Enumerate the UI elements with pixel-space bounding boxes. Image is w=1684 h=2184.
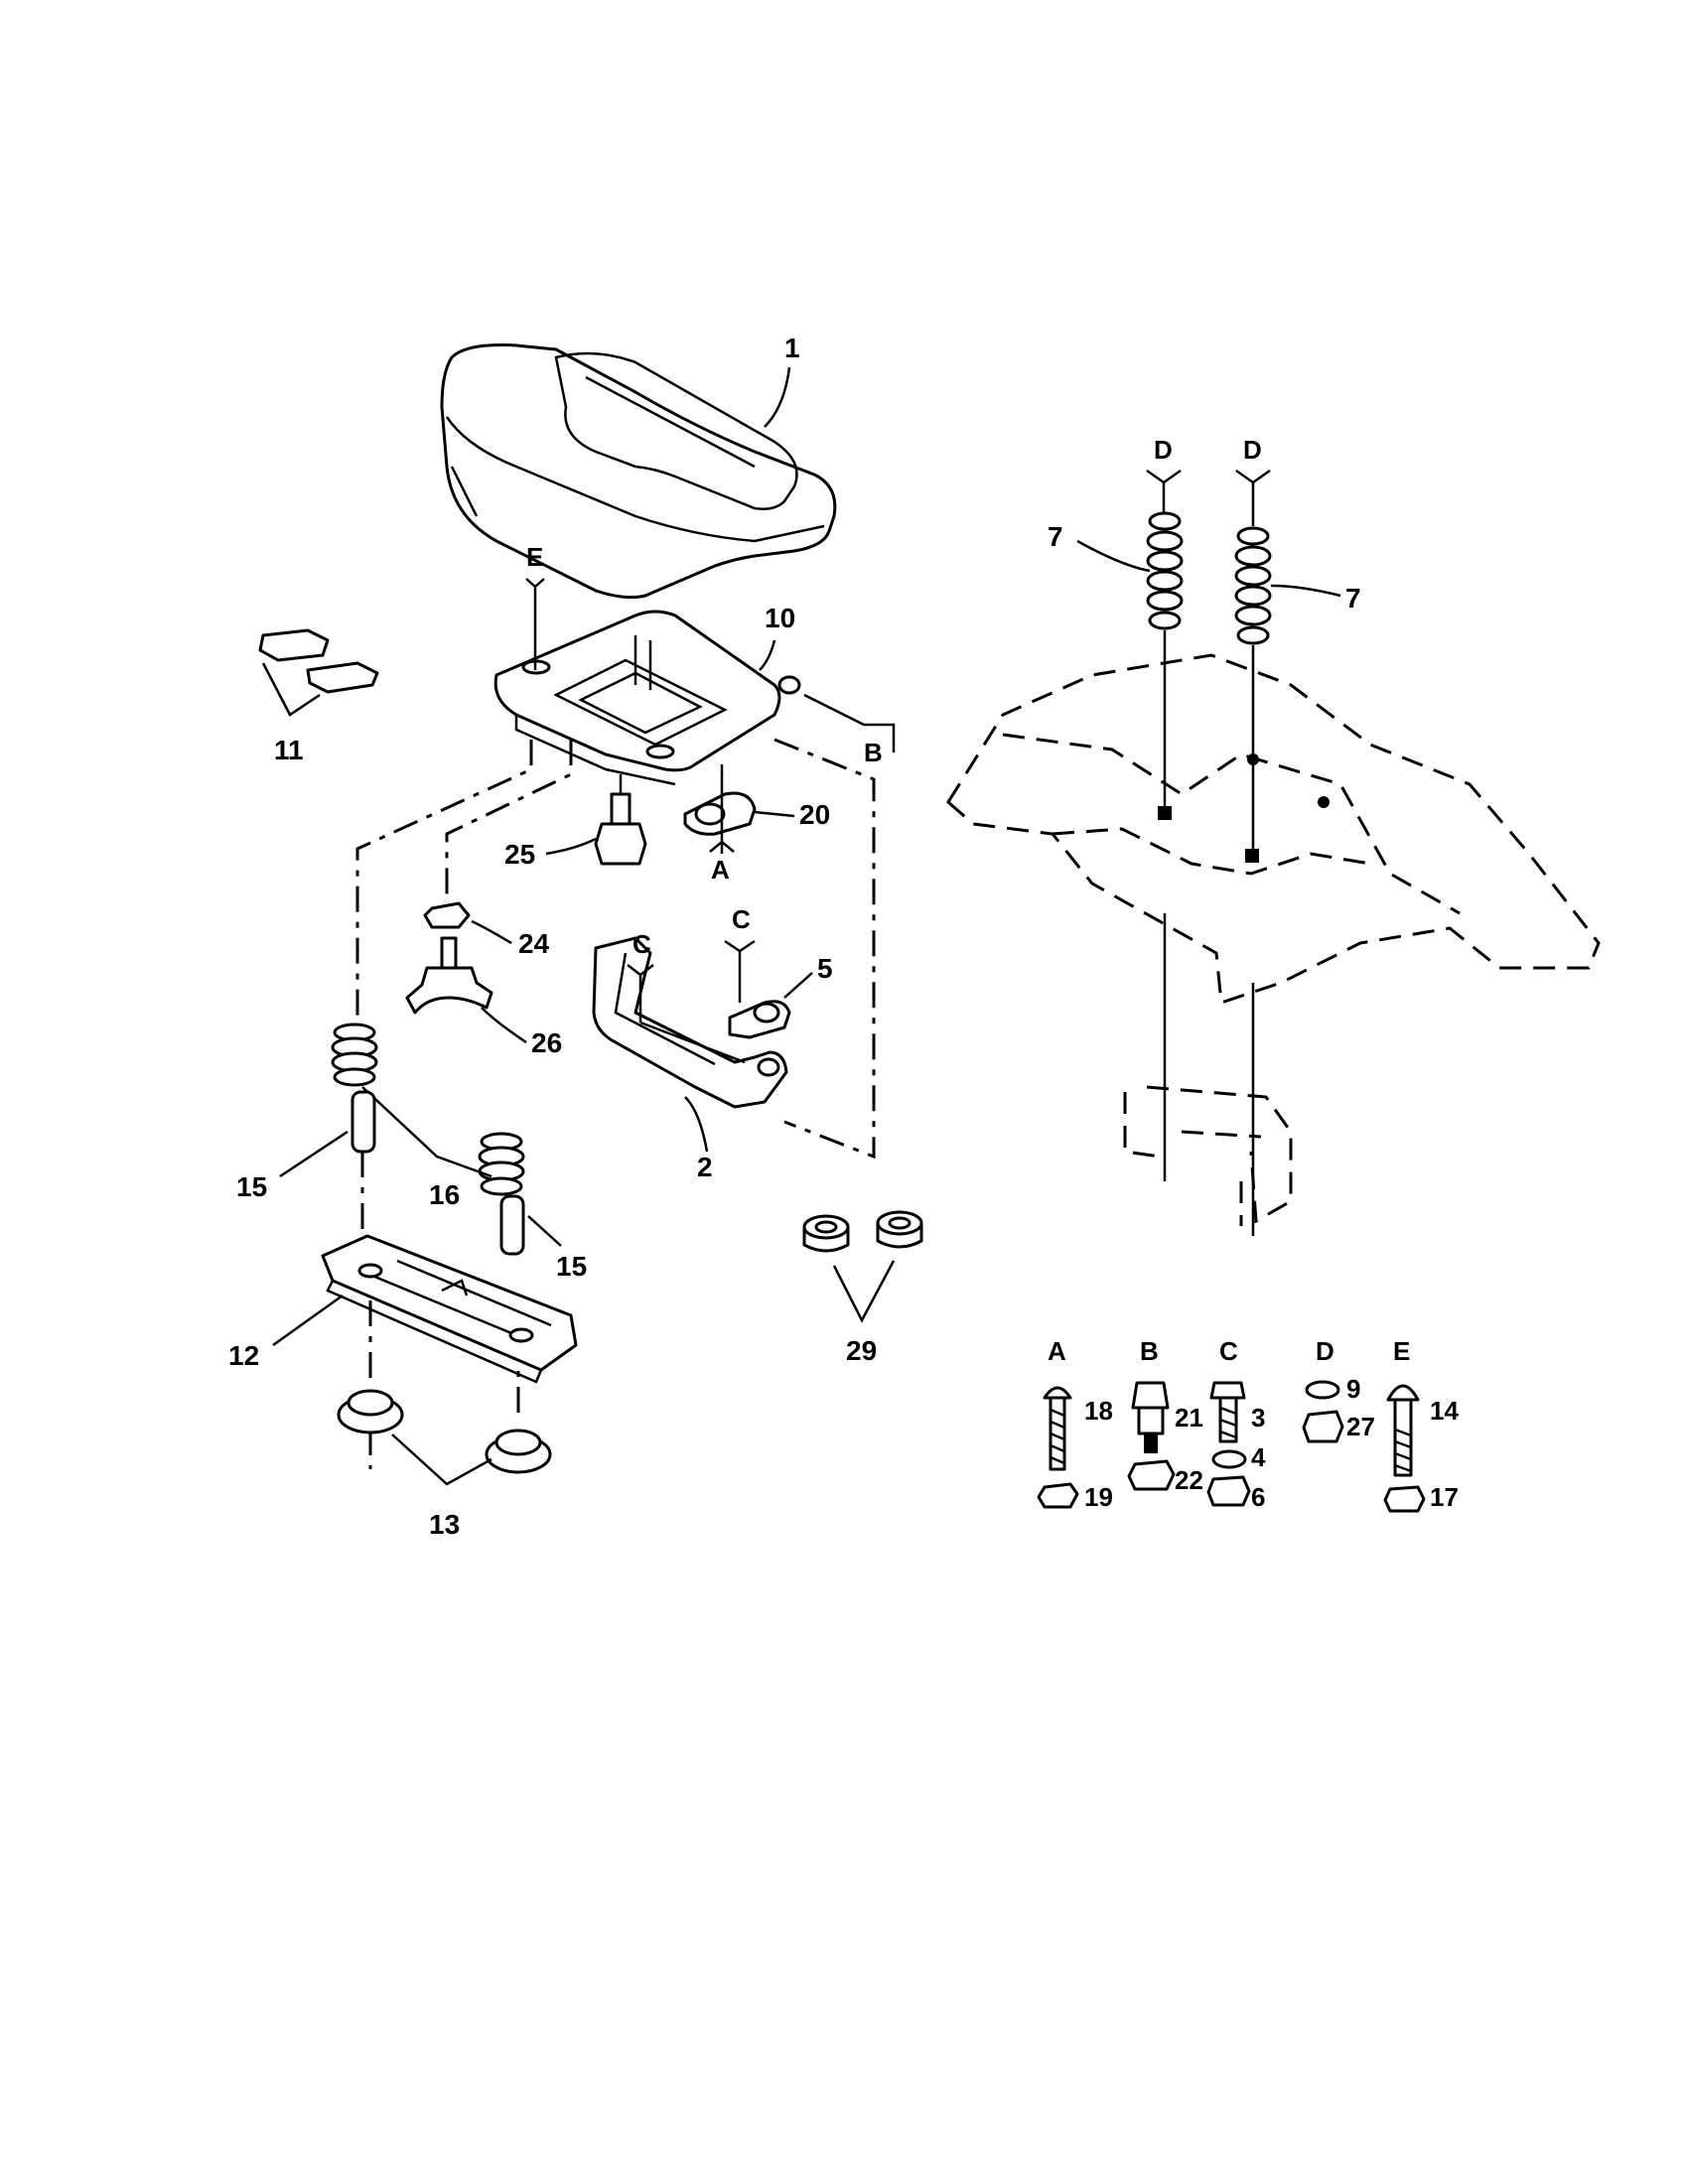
nut-6 [1206,1475,1251,1507]
key-part-19: 19 [1084,1482,1113,1512]
fender-outline [946,653,1601,1236]
callout-5: 5 [817,953,833,984]
leader-25 [545,837,597,856]
isolators [337,1389,552,1474]
callout-7-right: 7 [1345,583,1361,614]
bushings [802,1210,923,1253]
leader-7-left [1076,539,1151,573]
leader-13 [391,1433,492,1486]
ref-a-upper: A [711,855,730,885]
clamp [683,791,757,836]
key-part-21: 21 [1175,1403,1203,1433]
key-a-letter: A [1048,1336,1066,1366]
key-part-9: 9 [1346,1374,1360,1404]
key-d-letter: D [1316,1336,1334,1366]
clip-5 [728,1000,791,1039]
bolt-18 [1043,1386,1072,1471]
callout-7-left: 7 [1048,521,1063,552]
spring-7-left [1146,511,1184,630]
callout-2: 2 [697,1152,713,1182]
key-part-3: 3 [1251,1403,1265,1433]
stud [594,774,647,866]
callout-29: 29 [846,1335,877,1366]
ref-d-right-arrow [1235,469,1271,526]
ref-c-left-arrow [627,964,654,1023]
bolt-3 [1209,1381,1246,1443]
ref-c-left: C [632,929,651,959]
nut-24 [423,901,471,929]
leader-16 [361,1086,492,1178]
leader-24 [471,919,512,945]
leader-20 [754,810,795,818]
callout-25: 25 [504,839,535,870]
callout-11: 11 [274,735,304,765]
leader-15-right [527,1215,562,1247]
base-plate [321,1234,578,1384]
key-part-6: 6 [1251,1482,1265,1512]
ref-e-upper: E [526,542,543,572]
ref-d-right: D [1243,435,1262,465]
bracket [592,936,788,1109]
callout-20: 20 [799,799,830,830]
leader-2 [684,1096,709,1153]
ref-c-right: C [732,904,751,934]
ref-b-line [803,693,896,752]
nut-17 [1383,1485,1426,1513]
callout-12: 12 [228,1340,259,1371]
seat-pan [493,610,801,786]
key-part-18: 18 [1084,1396,1113,1426]
callout-24: 24 [518,928,550,959]
leader-7-right [1270,584,1341,598]
washer-9 [1305,1380,1340,1400]
knob [405,936,493,1015]
callout-16: 16 [429,1179,460,1210]
ref-d-left-arrow [1146,469,1182,516]
leader-10 [759,639,776,671]
ref-b-upper: B [864,738,883,767]
spacers [351,1090,525,1256]
ref-c-right-arrow [724,939,756,1003]
nut-27 [1302,1410,1344,1443]
leader-29 [832,1260,896,1323]
key-c-letter: C [1219,1336,1238,1366]
key-part-27: 27 [1346,1412,1375,1441]
leader-26 [481,1007,527,1044]
callout-26: 26 [531,1027,562,1058]
nut-22 [1127,1459,1176,1491]
dashed-line-left [355,740,533,1023]
pads [258,628,379,694]
leader-5 [783,972,813,999]
key-part-14: 14 [1430,1396,1459,1426]
spring-7-right [1234,526,1272,645]
washer-4 [1211,1449,1247,1469]
carriage-bolt-14 [1386,1384,1420,1477]
ref-d-left: D [1154,435,1173,465]
tension-springs: D D [1146,435,1272,863]
leader-1 [764,366,791,428]
shoulder-bolt-21 [1131,1381,1170,1453]
callout-15-right: 15 [556,1251,587,1282]
callout-10: 10 [765,603,795,633]
dashed-line-right [773,738,876,1160]
springs [331,1023,525,1196]
seat-cushion [440,343,837,600]
key-part-22: 22 [1175,1465,1203,1495]
hardware-key: A 18 19 B 21 22 C 3 4 6 D [1037,1336,1459,1513]
leader-15-left [279,1130,349,1178]
ref-e-arrow [525,578,545,670]
key-b-letter: B [1140,1336,1159,1366]
key-e-letter: E [1393,1336,1410,1366]
callout-1: 1 [784,333,800,363]
key-part-4: 4 [1251,1442,1266,1472]
dashed-line-knob [445,740,573,903]
leader-11 [261,662,321,717]
key-part-17: 17 [1430,1482,1459,1512]
nut-19 [1037,1482,1079,1509]
ref-a-arrow [709,764,735,854]
callout-15-left: 15 [236,1171,267,1202]
callout-13: 13 [429,1509,460,1540]
leader-12 [272,1294,344,1347]
